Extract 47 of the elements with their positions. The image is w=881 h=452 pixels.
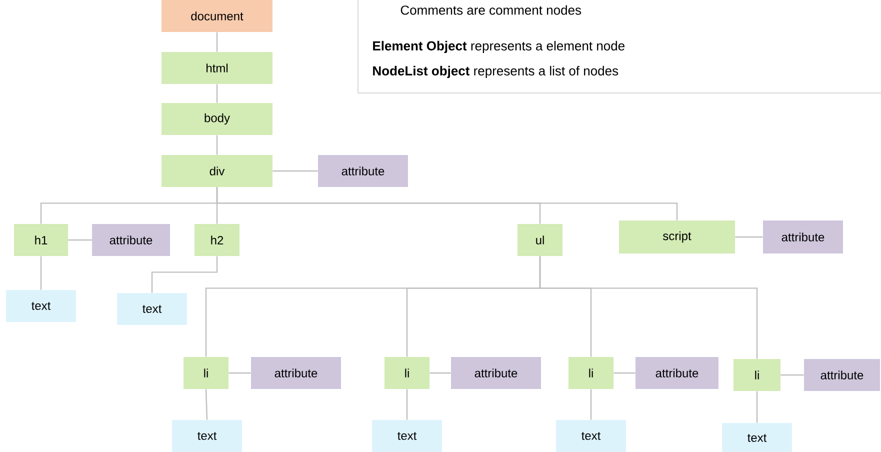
attribute-box: attribute	[804, 359, 880, 391]
connector-line	[430, 372, 451, 374]
connector-line	[151, 256, 218, 293]
connector-line	[272, 170, 318, 172]
note-text: Comments are comment nodes	[400, 5, 582, 15]
connector-line	[406, 389, 408, 420]
attribute-box: attribute	[451, 357, 541, 389]
text-box: text	[722, 423, 792, 452]
element-box: ul	[518, 224, 562, 256]
attribute-box: attribute	[763, 220, 843, 254]
connector-line	[205, 389, 208, 420]
element-box: li	[384, 357, 430, 389]
connector-line	[216, 32, 218, 52]
element-box: li	[734, 359, 780, 391]
element-box: html	[162, 52, 272, 84]
attribute-box: attribute	[636, 357, 718, 389]
connector-line	[756, 391, 758, 423]
note-text: Element Object represents a element node	[373, 40, 624, 54]
note-text: NodeList object represents a list of nodes	[373, 66, 618, 78]
text-box: text	[372, 420, 442, 452]
connector-line	[216, 187, 678, 220]
text-box: text	[556, 420, 626, 452]
attribute-box: attribute	[92, 224, 170, 256]
connector-line	[216, 84, 218, 103]
connector-line	[590, 389, 592, 420]
connector-line	[735, 236, 763, 238]
element-box: h2	[194, 224, 240, 256]
note-panel	[358, 0, 881, 94]
text-box: text	[117, 293, 187, 325]
connector-line	[539, 256, 758, 359]
attribute-box: attribute	[318, 155, 408, 187]
element-box: li	[568, 357, 614, 389]
element-box: script	[619, 220, 735, 254]
attribute-box: attribute	[251, 357, 341, 389]
document-box: document	[162, 0, 272, 32]
connector-line	[40, 256, 42, 290]
connector-line	[68, 239, 92, 241]
connector-line	[780, 374, 804, 376]
element-box: li	[184, 357, 228, 389]
connector-line	[228, 372, 251, 374]
element-box: h1	[14, 224, 68, 256]
element-box: div	[162, 155, 272, 187]
element-box: body	[162, 103, 272, 135]
text-box: text	[172, 420, 242, 452]
text-box: text	[6, 290, 76, 322]
connector-line	[614, 372, 636, 374]
connector-line	[216, 135, 218, 155]
